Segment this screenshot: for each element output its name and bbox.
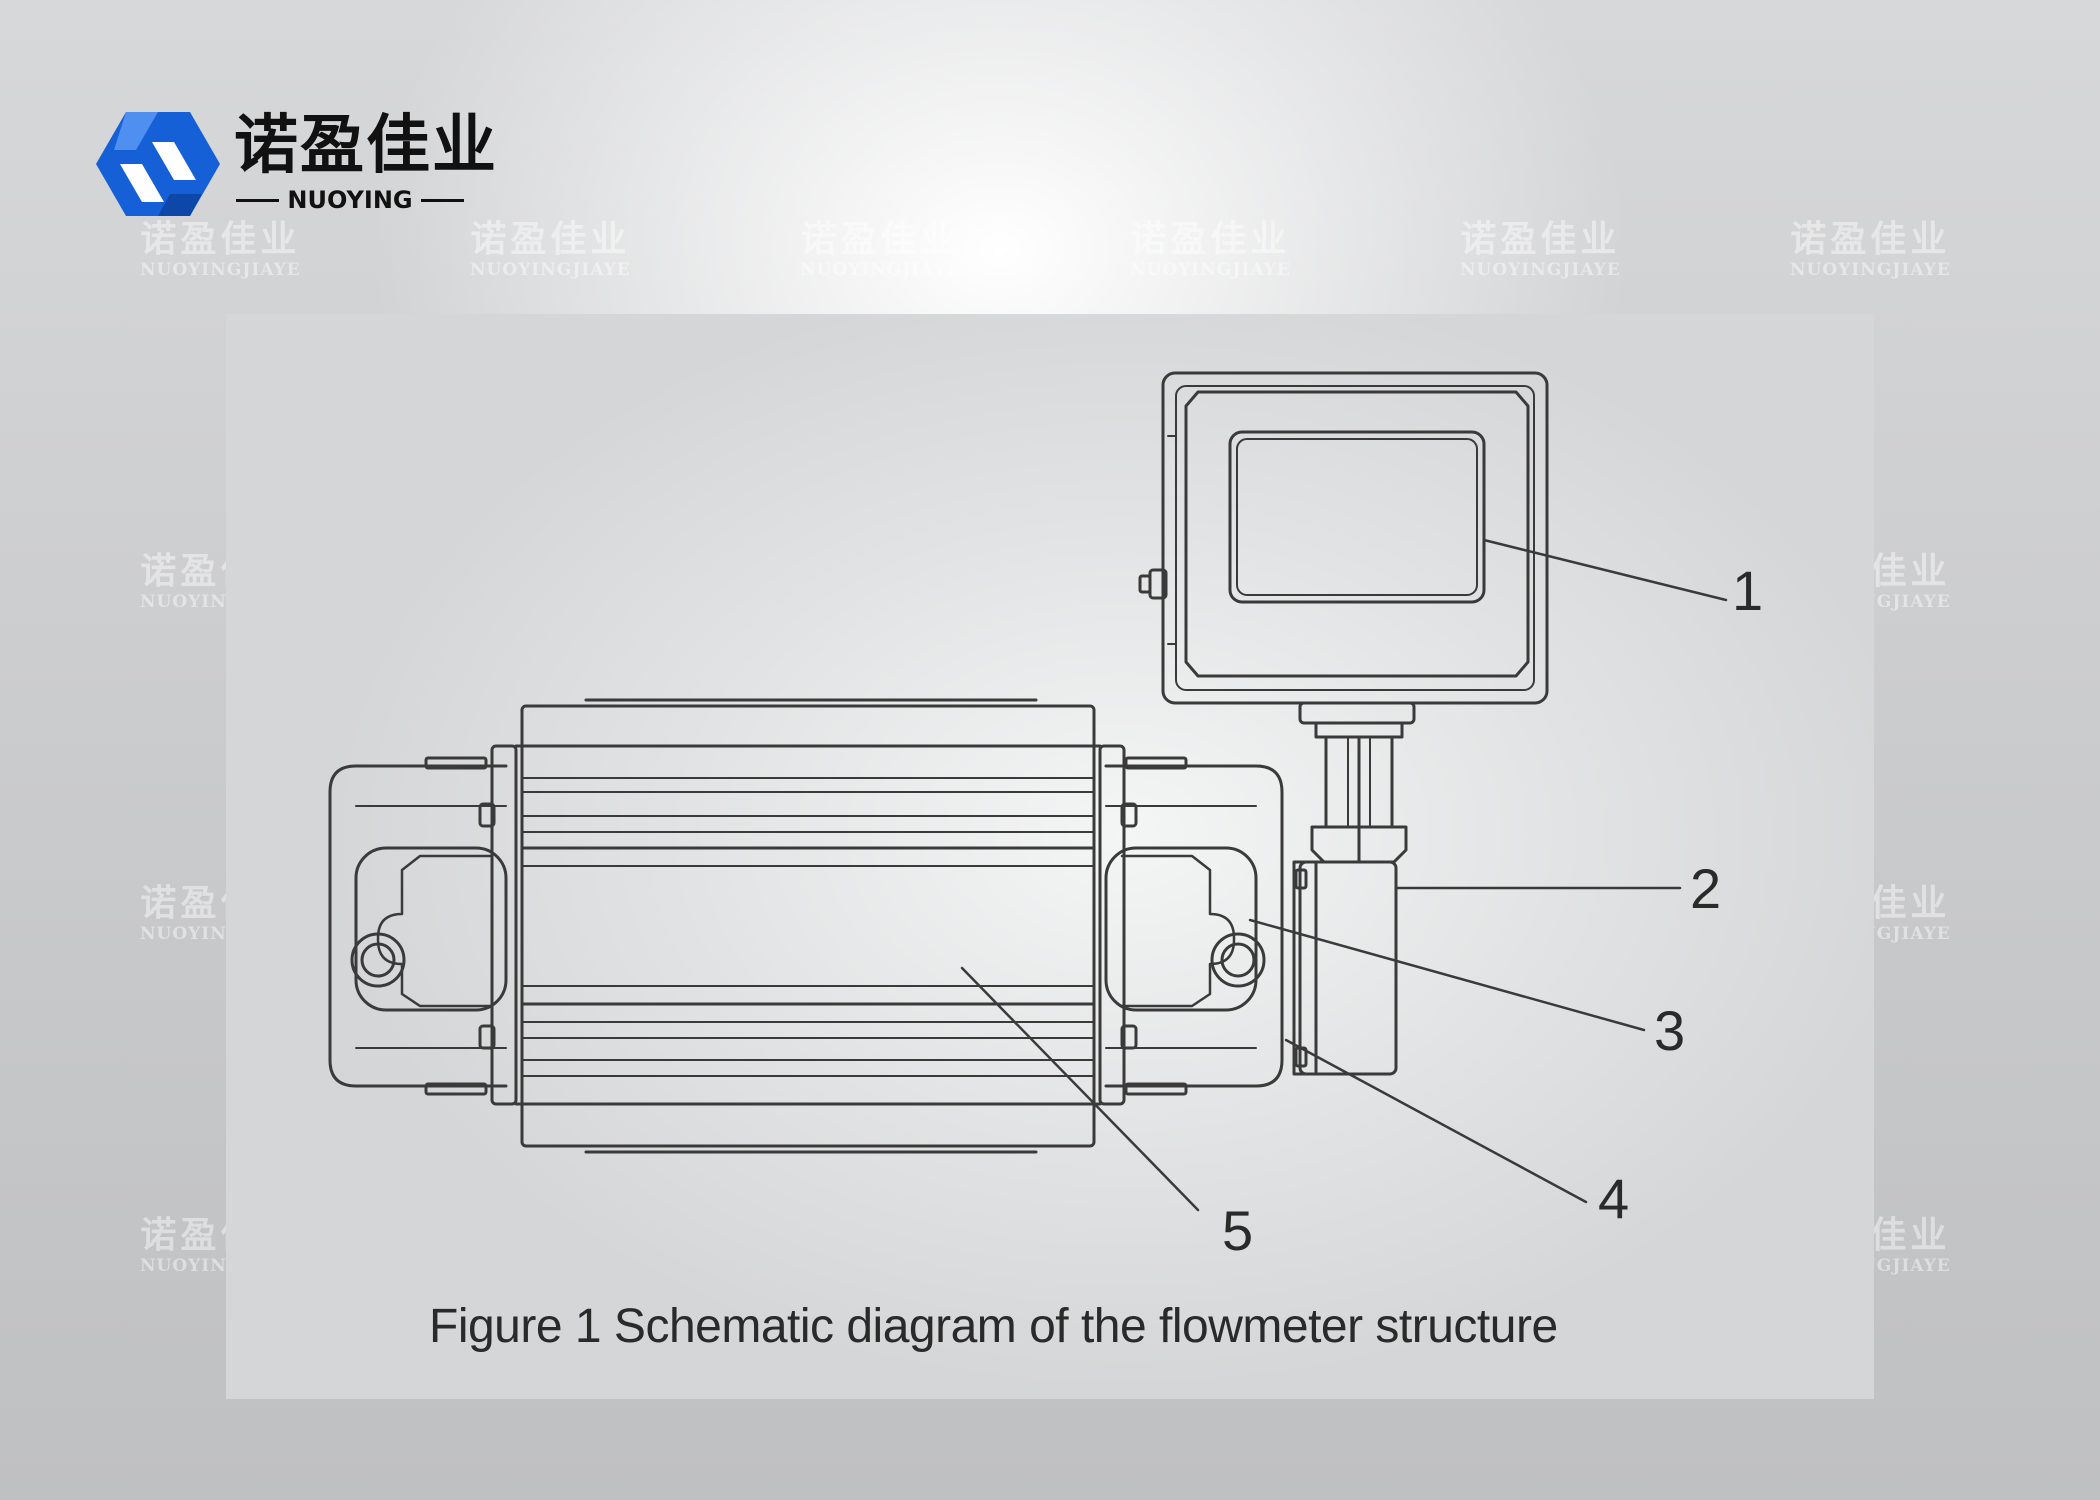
watermark-en: NUOYINGJIAYE [470, 260, 631, 280]
watermark-en: NUOYINGJIAYE [1790, 260, 1951, 280]
converter-head [1138, 371, 1549, 705]
leader-4 [1284, 1038, 1588, 1204]
callout-4: 4 [1598, 1167, 1629, 1230]
watermark-cn: 诺盈佳业 [1790, 219, 1951, 260]
callout-1: 1 [1732, 559, 1763, 622]
brand-name-en-text: NUOYING [287, 186, 413, 214]
leader-1 [1482, 538, 1728, 602]
tube-body [478, 698, 1138, 1154]
junction-box [1292, 860, 1398, 1076]
leader-5 [960, 966, 1200, 1212]
watermark-en: NUOYINGJIAYE [1130, 260, 1291, 280]
nuoying-logo-icon [96, 112, 220, 216]
brand-name-en: NUOYING [236, 186, 464, 214]
watermark-en: NUOYINGJIAYE [1460, 260, 1621, 280]
brand-name-cn: 诺盈佳业 [234, 109, 498, 183]
watermark-cn: 诺盈佳业 [470, 219, 631, 260]
display-window [1228, 430, 1486, 604]
leader-3 [1248, 918, 1646, 1032]
watermark-en: NUOYINGJIAYE [800, 260, 961, 280]
callout-leaders [960, 538, 1728, 1212]
watermark-cn: 诺盈佳业 [140, 219, 301, 260]
watermark-cn: 诺盈佳业 [1130, 219, 1291, 260]
brand-rule-left [236, 198, 280, 202]
brand-rule-right [420, 198, 464, 202]
brand-logo: 诺盈佳业 NUOYING [96, 108, 496, 218]
callout-2: 2 [1690, 857, 1721, 920]
callout-3: 3 [1654, 999, 1685, 1062]
diagram-panel: 1 2 3 4 5 Figure 1 Schematic diagram of … [226, 314, 1874, 1399]
flowmeter-drawing: 1 2 3 4 5 [328, 371, 1763, 1262]
watermark-cn: 诺盈佳业 [800, 219, 961, 260]
watermark-en: NUOYINGJIAYE [140, 260, 301, 280]
converter-neck [1298, 701, 1416, 864]
callout-5: 5 [1222, 1199, 1253, 1262]
figure-caption: Figure 1 Schematic diagram of the flowme… [429, 1300, 1558, 1353]
flange-right [1104, 756, 1284, 1096]
watermark-cn: 诺盈佳业 [1460, 219, 1621, 260]
